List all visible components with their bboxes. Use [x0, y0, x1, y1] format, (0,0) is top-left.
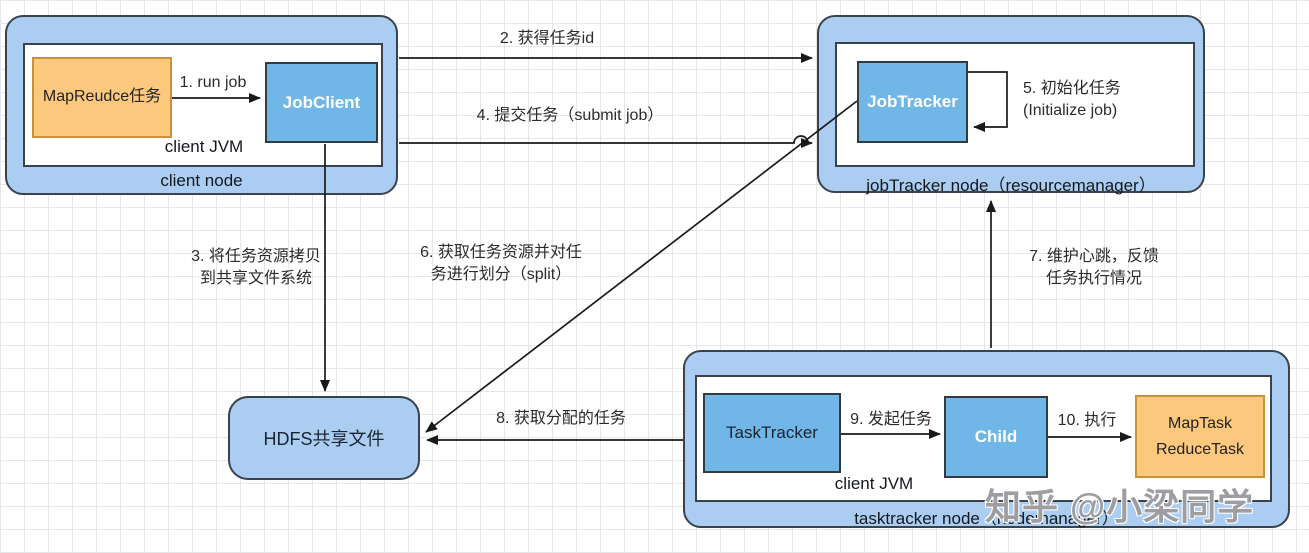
- edge-init-job-label: 5. 初始化任务 (Initialize job): [1023, 78, 1121, 122]
- edge-copy-resources-label: 3. 将任务资源拷贝 到共享文件系统: [191, 246, 321, 290]
- tasktracker-node-label: tasktracker node（nodemanager）: [854, 509, 1119, 528]
- tasktracker-label: TaskTracker: [726, 423, 818, 443]
- mapreduce-task-box: MapReudce任务: [32, 57, 172, 138]
- jobclient-box: JobClient: [265, 62, 378, 143]
- edge-init-job-line1: 5. 初始化任务: [1023, 80, 1121, 97]
- edge-split-label: 6. 获取任务资源并对任 务进行划分（split）: [420, 242, 582, 286]
- child-box: Child: [944, 396, 1048, 478]
- edge-init-job-line2: (Initialize job): [1023, 102, 1118, 119]
- tasktracker-box: TaskTracker: [703, 393, 841, 473]
- edge-launch-task-label: 9. 发起任务: [850, 411, 932, 428]
- edge-copy-resources-line2: 到共享文件系统: [199, 270, 313, 287]
- edge-run-job-label: 1. run job: [179, 74, 247, 91]
- edge-submit-job-label: 4. 提交任务（submit job）: [476, 107, 664, 124]
- edge-split-line2: 务进行划分（split）: [430, 266, 572, 283]
- edge-split-line1: 6. 获取任务资源并对任: [420, 244, 582, 261]
- jobtracker-box: JobTracker: [857, 61, 968, 143]
- edge-heartbeat-line2: 任务执行情况: [1045, 270, 1143, 287]
- edge-get-job-id-label: 2. 获得任务id: [499, 30, 595, 47]
- edge-execute-label: 10. 执行: [1057, 412, 1117, 429]
- jobtracker-label: JobTracker: [867, 92, 958, 112]
- edge-heartbeat-line1: 7. 维护心跳，反馈: [1029, 248, 1159, 265]
- mapreduce-task-label: MapReudce任务: [42, 88, 162, 106]
- client-jvm-label: client JVM: [164, 137, 244, 156]
- reducetask-label: ReduceTask: [1155, 440, 1245, 458]
- maptask-reducetask-box: MapTask ReduceTask: [1135, 395, 1265, 478]
- jobclient-label: JobClient: [282, 92, 361, 112]
- edge-copy-resources-line1: 3. 将任务资源拷贝: [191, 248, 321, 265]
- jobtracker-node-label: jobTracker node（resourcemanager）: [866, 176, 1156, 195]
- maptask-label: MapTask: [1167, 414, 1233, 432]
- edge-get-task-label: 8. 获取分配的任务: [496, 410, 626, 427]
- tasktracker-jvm-label: client JVM: [834, 474, 914, 493]
- edge-heartbeat-label: 7. 维护心跳，反馈 任务执行情况: [1029, 246, 1159, 290]
- child-label: Child: [974, 427, 1018, 447]
- hdfs-label: HDFS共享文件: [263, 429, 385, 449]
- zhihu-watermark: 知乎 @小梁同学: [985, 486, 1255, 527]
- hdfs-shared-files-box: HDFS共享文件: [228, 396, 420, 480]
- edge-submit-job-line: [399, 135, 813, 148]
- client-node-label: client node: [160, 171, 243, 190]
